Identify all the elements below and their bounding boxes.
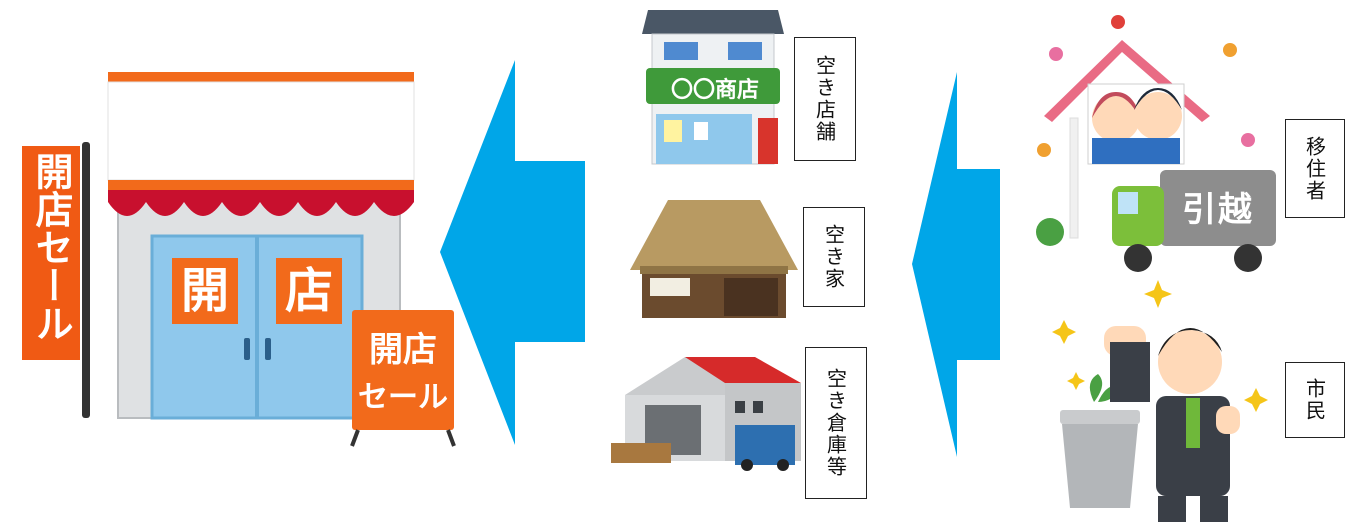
door-left-text: 開 xyxy=(180,263,229,319)
thatched-house-icon xyxy=(630,200,798,318)
label-vacant-warehouse-text: 空き倉庫等 xyxy=(823,368,848,478)
flag-text: 開店セール xyxy=(29,152,73,342)
label-migrants: 移住者 xyxy=(1285,119,1345,218)
store-icon xyxy=(22,72,456,447)
label-migrants-text: 移住者 xyxy=(1302,135,1327,202)
sign-line1: 開店 xyxy=(369,330,437,370)
label-vacant-house: 空き家 xyxy=(803,207,865,307)
shop-building-icon xyxy=(642,10,784,165)
shop-sign-text: 〇〇商店 xyxy=(670,78,759,103)
sign-line2: セール xyxy=(358,380,448,415)
label-vacant-shop: 空き店舗 xyxy=(794,37,856,161)
businessman-icon xyxy=(1052,280,1268,522)
warehouse-icon xyxy=(611,357,801,471)
label-vacant-warehouse: 空き倉庫等 xyxy=(805,347,867,499)
new-store-illustration: 開店セール 開 店 開店 セール xyxy=(0,0,460,527)
truck-text: 引越 xyxy=(1182,190,1254,230)
left-arrow-2 xyxy=(912,72,1000,457)
left-arrow-1 xyxy=(440,60,585,445)
label-vacant-house-text: 空き家 xyxy=(821,224,846,290)
label-vacant-shop-text: 空き店舗 xyxy=(812,55,837,143)
label-citizens: 市民 xyxy=(1285,362,1345,438)
door-right-text: 店 xyxy=(284,263,333,319)
label-citizens-text: 市民 xyxy=(1302,378,1327,422)
moving-family-icon xyxy=(1036,15,1276,272)
